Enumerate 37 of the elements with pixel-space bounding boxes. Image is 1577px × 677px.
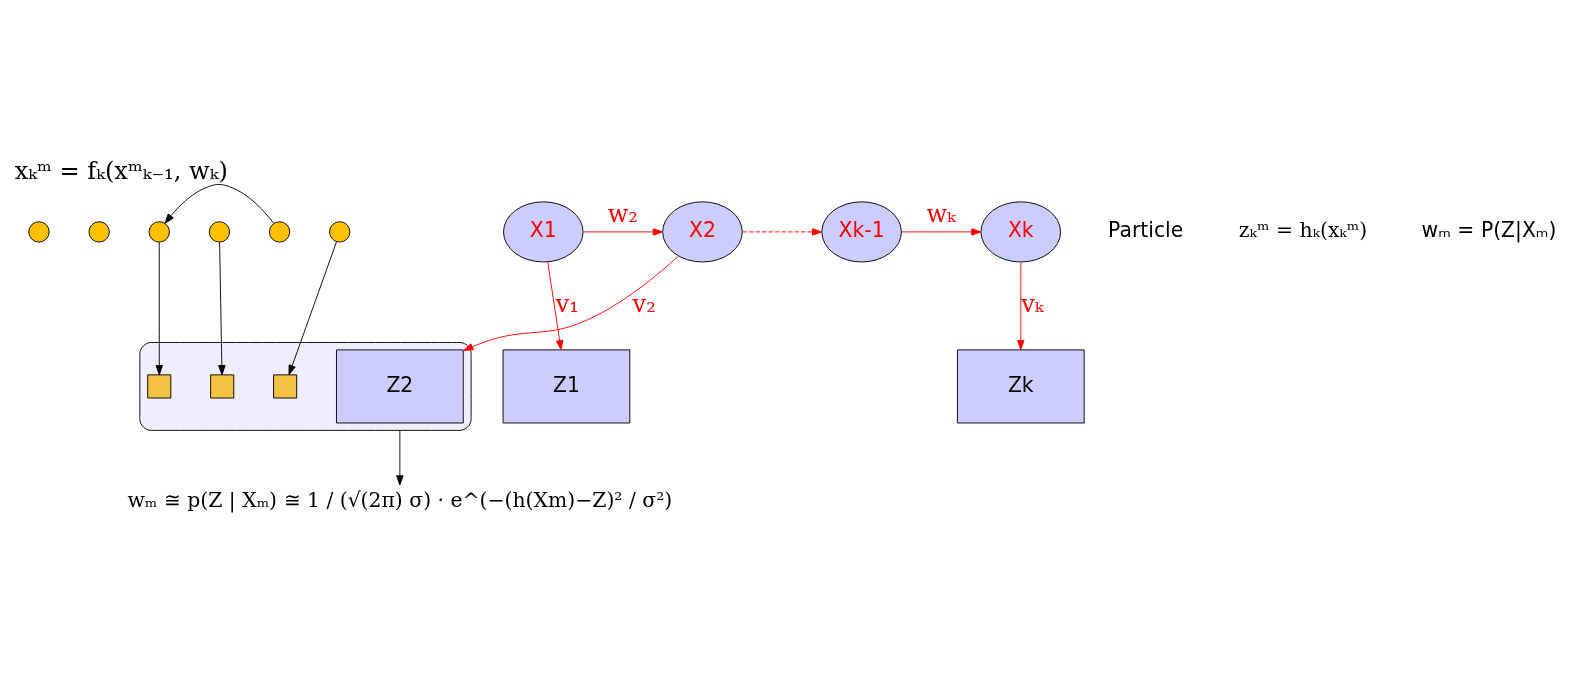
arrow (547, 260, 564, 350)
label: wₘ = P(Z|Xₘ) (1421, 217, 1557, 242)
arrow (396, 429, 404, 485)
arrow (463, 255, 679, 351)
arrow (901, 227, 982, 236)
label: zₖᵐ = hₖ(xₖᵐ) (1238, 217, 1368, 242)
arrow (288, 240, 337, 375)
node-ellipse: Xk (980, 200, 1062, 262)
node-box: Z1 (502, 348, 631, 423)
node-circle (28, 220, 50, 243)
node-box (210, 373, 235, 398)
node-circle (329, 220, 351, 243)
arrow (164, 183, 275, 224)
edge-label: vₖ (1021, 289, 1044, 318)
arrow (1017, 261, 1025, 350)
node-ellipse: Xk-1 (821, 200, 902, 262)
node-text: wₘ ≅ p(Z | Xₘ) ≅ 1 / (√(2π) σ) · e^(−(h(Xm)−Z)² / σ²) (127, 487, 673, 512)
node-ellipse: X1 (503, 200, 584, 262)
node-box: Z2 (336, 348, 464, 423)
node-circle (208, 220, 231, 243)
edge-label: wₖ (926, 199, 956, 228)
node-circle (88, 220, 110, 243)
node-ellipse: X2 (662, 200, 743, 262)
node-box: Zk (956, 348, 1085, 423)
arrow (742, 227, 823, 236)
arrow (218, 241, 226, 375)
label: Particle (1108, 217, 1184, 242)
node-box (273, 373, 298, 398)
node-circle (268, 220, 291, 243)
edge-label: xₖᵐ = fₖ(xᵐₖ₋₁, wₖ) (14, 156, 228, 185)
edge-label: v₂ (632, 289, 656, 318)
node-box (147, 373, 172, 398)
arrow (155, 241, 163, 375)
node-circle (148, 220, 170, 243)
edge-label: w₂ (607, 199, 638, 228)
edge-label: v₁ (555, 289, 579, 318)
arrow (583, 227, 664, 236)
